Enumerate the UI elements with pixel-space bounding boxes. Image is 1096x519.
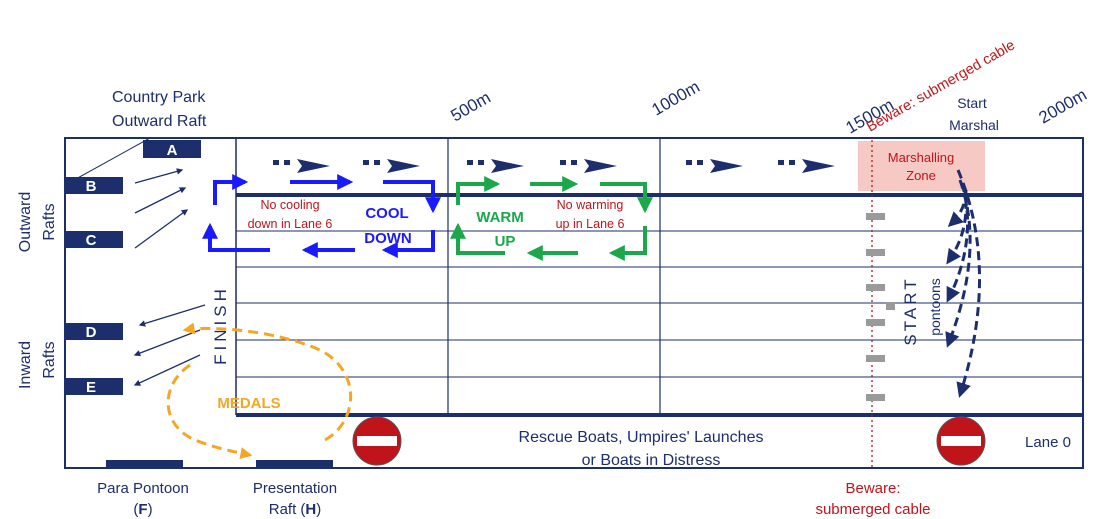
distance-500m: 500m — [448, 88, 494, 126]
lane6-direction-arrows — [273, 159, 835, 173]
svg-text:B: B — [86, 178, 97, 195]
pontoons-label: pontoons — [927, 278, 943, 336]
presentation-raft-label-2: Raft (H) — [269, 501, 322, 518]
medals-loop — [166, 322, 353, 460]
warm-label: WARM — [476, 209, 524, 226]
cool-down-loop — [202, 174, 441, 258]
country-park-label-2: Outward Raft — [112, 113, 207, 130]
lane0-label: Lane 0 — [1025, 434, 1071, 451]
up-label: UP — [495, 233, 516, 250]
svg-text:E: E — [86, 379, 96, 396]
rescue-label-2: or Boats in Distress — [582, 452, 721, 469]
marshal-arrows — [945, 169, 981, 398]
raft-e: E — [65, 378, 123, 396]
start-label: START — [901, 276, 920, 345]
svg-text:D: D — [86, 324, 97, 341]
outward-rafts-label-2: Rafts — [41, 203, 58, 240]
country-park-label-1: Country Park — [112, 89, 206, 106]
no-entry-sign-left — [352, 416, 402, 466]
inward-rafts-label-1: Inward — [17, 341, 34, 389]
medals-label: MEDALS — [217, 395, 280, 412]
inward-rafts-label-2: Rafts — [41, 341, 58, 378]
para-pontoon-bar — [106, 460, 183, 468]
presentation-raft-label-1: Presentation — [253, 480, 337, 497]
para-pontoon-label-2: (F) — [133, 501, 152, 518]
lane-lines — [236, 193, 1083, 417]
svg-text:C: C — [86, 232, 97, 249]
no-warming-label-2: up in Lane 6 — [556, 217, 625, 231]
raft-a: A — [143, 140, 201, 159]
no-cooling-label-2: down in Lane 6 — [248, 217, 333, 231]
start-marshal-label-2: Marshal — [949, 117, 999, 133]
marshalling-zone — [858, 141, 985, 191]
outward-rafts-label-1: Outward — [17, 192, 34, 252]
marshalling-label-2: Zone — [906, 168, 936, 183]
down-label: DOWN — [364, 230, 412, 247]
marshalling-label-1: Marshalling — [888, 150, 954, 165]
rescue-label-1: Rescue Boats, Umpires' Launches — [519, 429, 764, 446]
start-pontoons — [866, 213, 895, 401]
distance-2000m: 2000m — [1036, 85, 1091, 127]
no-entry-sign-right — [936, 416, 986, 466]
distance-1000m: 1000m — [649, 77, 704, 119]
svg-text:A: A — [167, 142, 178, 159]
beware-bottom-label-1: Beware: — [845, 480, 900, 497]
raft-arrows — [133, 168, 206, 386]
raft-b: B — [65, 177, 123, 195]
cool-label: COOL — [365, 205, 408, 222]
raft-d: D — [65, 323, 123, 341]
start-marshal-label-1: Start — [957, 95, 987, 111]
raft-c: C — [65, 231, 123, 249]
no-cooling-label-1: No cooling — [260, 198, 319, 212]
beware-bottom-label-2: submerged cable — [815, 501, 930, 518]
no-warming-label-1: No warming — [557, 198, 624, 212]
warm-up-loop — [450, 176, 653, 261]
finish-label: FINISH — [211, 285, 230, 365]
presentation-raft-bar — [256, 460, 333, 468]
para-pontoon-label-1: Para Pontoon — [97, 480, 189, 497]
